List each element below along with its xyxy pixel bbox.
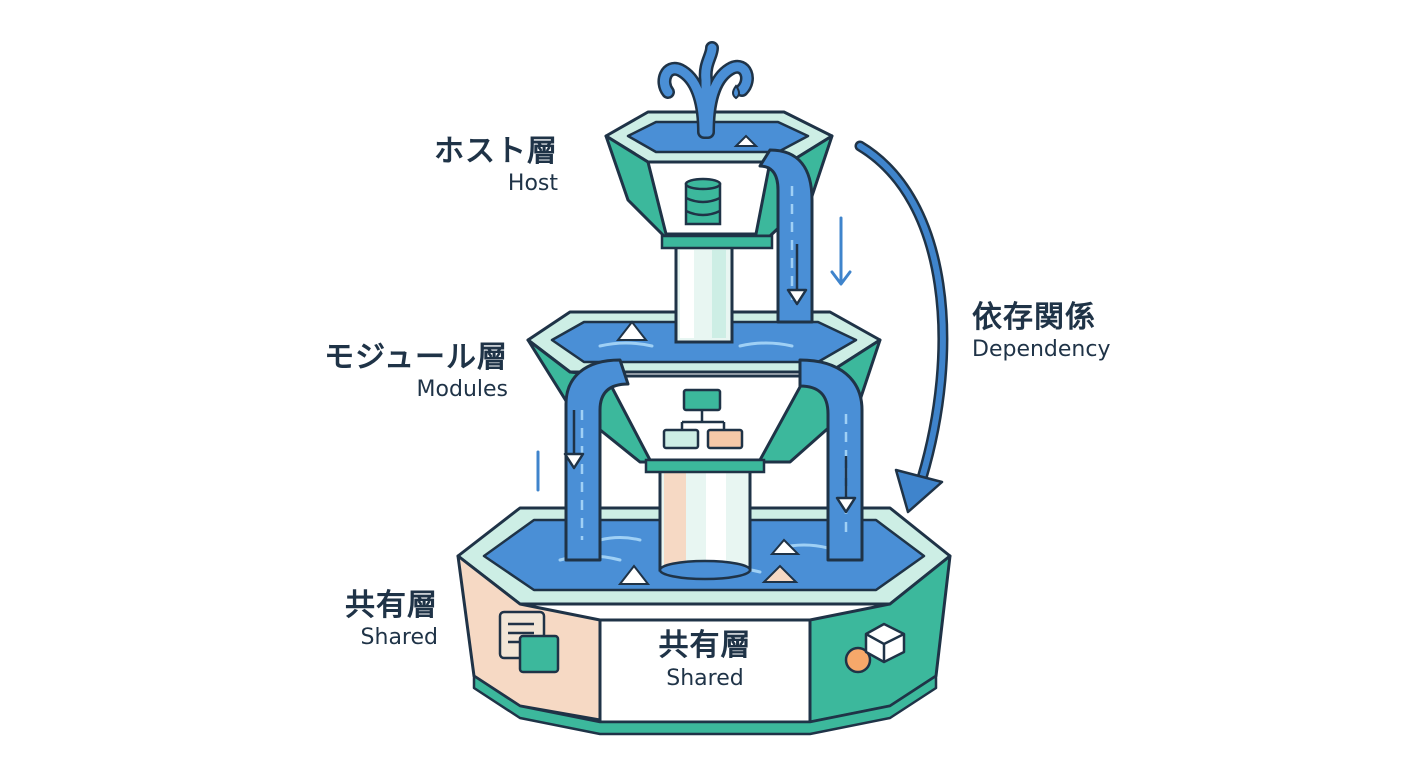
hierarchy-icon (662, 388, 744, 450)
host-label-jp: ホスト層 (434, 134, 558, 169)
lower-pillar (658, 464, 752, 581)
modules-layer-label: モジュール層 Modules (324, 340, 508, 404)
dependency-arrow-icon (854, 140, 949, 514)
flow-arrow-down-icon (786, 244, 808, 306)
cube-icon (844, 622, 906, 674)
shared-label-en: Shared (360, 625, 438, 650)
modules-label-jp: モジュール層 (324, 340, 508, 375)
database-icon (684, 177, 722, 226)
water-jet (657, 41, 754, 139)
dependency-label-en: Dependency (972, 337, 1111, 362)
host-label-en: Host (507, 171, 558, 196)
dependency-label-jp: 依存関係 (972, 300, 1096, 335)
accent-arrow-down-icon (830, 216, 852, 286)
flow-arrow-down-icon (835, 456, 857, 514)
shared-layer-label: 共有層 Shared (345, 588, 438, 652)
flow-arrows (536, 216, 857, 514)
flow-arrow-down-icon (563, 410, 585, 470)
plate-label-en: Shared (666, 666, 744, 691)
document-icon (498, 610, 560, 674)
dependency-label: 依存関係 Dependency (972, 300, 1110, 364)
host-layer-label: ホスト層 Host (434, 134, 558, 198)
shared-label-jp: 共有層 (345, 588, 438, 623)
modules-label-en: Modules (416, 377, 508, 402)
plate-label-jp: 共有層 (658, 628, 752, 663)
shared-plate: 共有層 Shared (600, 628, 810, 694)
upper-pillar (674, 244, 734, 344)
